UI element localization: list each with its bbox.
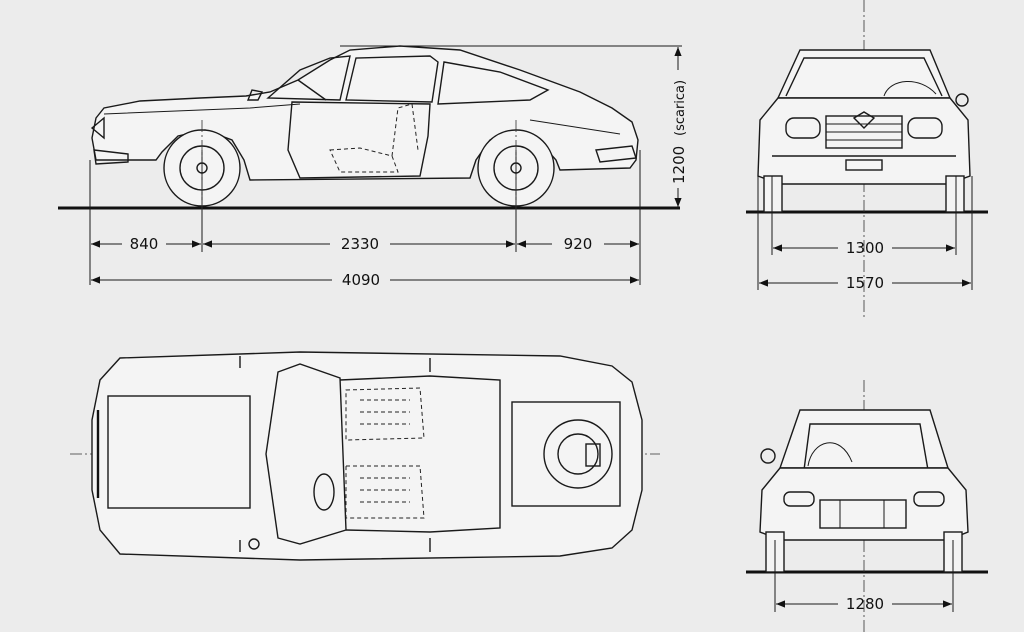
right-taillight xyxy=(913,491,945,507)
rear-view: 1280 xyxy=(746,380,988,632)
height-note: (scarica) xyxy=(673,80,688,136)
left-headlight xyxy=(785,117,821,139)
front-left-tyre xyxy=(763,175,783,213)
front-body xyxy=(757,97,971,185)
rear-extension-lines xyxy=(774,540,954,612)
badge-icon xyxy=(852,111,876,129)
left-seat xyxy=(345,387,425,441)
overall-length-dimension: 4090 xyxy=(91,271,639,289)
top-view xyxy=(70,351,660,561)
side-view: 840 2330 920 4090 1200 (scarica) xyxy=(58,45,688,289)
side-body-outline xyxy=(91,45,639,181)
top-cabin xyxy=(339,375,501,533)
side-windows xyxy=(266,55,550,105)
a-pillar xyxy=(297,79,327,101)
wheelbase-value: 2330 xyxy=(341,235,379,253)
front-track-dimension: 1300 xyxy=(773,239,955,257)
fuel-cap xyxy=(585,443,601,467)
side-mirror xyxy=(246,89,264,101)
side-rear-crease xyxy=(529,119,621,135)
front-extension-lines xyxy=(757,176,973,290)
front-track-value: 1300 xyxy=(846,239,884,257)
front-roof xyxy=(776,49,952,99)
right-seat xyxy=(345,465,425,519)
rear-body xyxy=(759,467,969,541)
rear-track-value: 1280 xyxy=(846,595,884,613)
steering-wheel xyxy=(313,473,335,511)
rear-track-dimension: 1280 xyxy=(776,595,952,613)
front-view: 1300 1570 xyxy=(746,0,988,318)
rear-overhang-dimension: 920 xyxy=(517,235,639,253)
height-value: 1200 xyxy=(670,146,688,184)
side-seat xyxy=(329,103,419,173)
front-plate xyxy=(845,159,883,171)
windshield xyxy=(785,57,943,97)
rear-window xyxy=(511,401,621,507)
front-lamp xyxy=(90,116,105,140)
side-door xyxy=(287,101,431,179)
rear-bumper xyxy=(595,145,637,163)
rear-plate xyxy=(819,499,907,529)
top-windshield xyxy=(265,363,347,545)
wiper-arc xyxy=(883,81,937,97)
rear-overhang-value: 920 xyxy=(564,235,593,253)
bonnet-panel xyxy=(107,395,251,509)
front-overhang-value: 840 xyxy=(130,235,159,253)
left-taillight xyxy=(783,491,815,507)
right-headlight xyxy=(907,117,943,139)
spare-wheel xyxy=(543,419,613,489)
wheelbase-dimension: 2330 xyxy=(203,235,515,253)
overall-length-value: 4090 xyxy=(342,271,380,289)
rear-wiper-arc xyxy=(807,442,853,467)
overall-width-dimension: 1570 xyxy=(759,274,971,292)
overall-width-value: 1570 xyxy=(846,274,884,292)
front-bumper xyxy=(93,149,129,165)
side-crease xyxy=(103,103,301,115)
rear-window-frame xyxy=(803,423,929,471)
front-mirror xyxy=(955,93,969,107)
top-mirror xyxy=(248,538,260,550)
front-overhang-dimension: 840 xyxy=(91,235,201,253)
top-body-outline xyxy=(91,351,643,561)
rear-mirror xyxy=(760,448,776,464)
wheel-arch-marks xyxy=(239,356,431,552)
seat-rails xyxy=(360,399,410,503)
front-right-tyre xyxy=(945,175,965,213)
height-dimension: 1200 (scarica) xyxy=(670,47,688,207)
